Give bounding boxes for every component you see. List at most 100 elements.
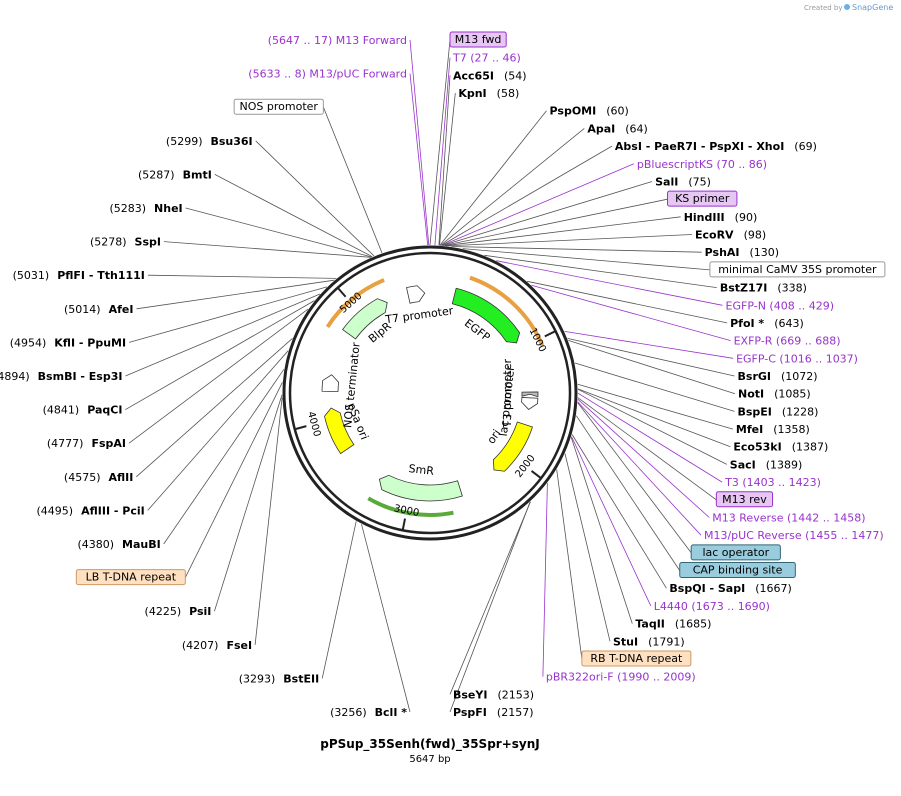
leader-line — [527, 280, 728, 324]
watermark-brand: SnapGene — [852, 3, 893, 12]
leader-line — [577, 388, 731, 448]
enzyme-position: (69) — [794, 140, 817, 153]
feature-box — [449, 31, 507, 48]
leader-line — [446, 234, 693, 247]
enzyme-site-label: BspEI(1228) — [737, 405, 818, 418]
leader-line — [570, 437, 633, 624]
leader-line — [441, 145, 613, 246]
feature-arrow-ori — [493, 421, 533, 472]
enzyme-position: (64) — [625, 122, 648, 135]
enzyme-position: (1228) — [782, 405, 819, 418]
enzyme-name: BmtI — [183, 168, 212, 181]
feature-label: SmR — [408, 462, 435, 478]
enzyme-position: (338) — [777, 282, 807, 295]
leader-line — [577, 402, 692, 554]
leader-line — [163, 369, 285, 545]
leader-line — [574, 362, 735, 412]
enzyme-site-label: (5278)SspI — [90, 236, 161, 249]
leader-line — [484, 254, 717, 288]
leader-line — [442, 181, 653, 246]
enzyme-position: (5299) — [166, 135, 203, 148]
enzyme-site-label: Eco53kI(1387) — [733, 441, 828, 454]
enzyme-position: (5283) — [109, 202, 146, 215]
leader-line — [434, 57, 451, 246]
enzyme-site-label: PfoI * (643) — [730, 317, 804, 330]
enzyme-site-label: StuI(1791) — [613, 635, 685, 648]
enzyme-name: FspAI — [91, 437, 126, 450]
bp-tick — [530, 470, 542, 480]
primer-label: pBR322ori-F (1990 .. 2009) — [546, 671, 696, 684]
leader-line — [542, 483, 548, 677]
feature-arrow-t3-promoter — [521, 391, 539, 398]
enzyme-site-label: SacI(1389) — [730, 458, 803, 471]
enzyme-name: AflII — [108, 471, 133, 484]
feature-box-label: LB T-DNA repeat — [86, 571, 177, 584]
enzyme-site-label: TaqII(1685) — [635, 618, 711, 631]
enzyme-name: BstEII — [283, 672, 319, 685]
enzyme-name: FseI — [226, 639, 252, 652]
bp-tick-label: 1000 — [527, 326, 548, 354]
enzyme-name: AflIII - PciI — [81, 504, 145, 517]
enzyme-position: (1358) — [773, 423, 810, 436]
backbone-inner-ring — [288, 251, 572, 535]
watermark-created-by: Created by — [804, 4, 843, 12]
enzyme-site-label: (5283)NheI — [109, 202, 182, 215]
leader-line — [255, 140, 375, 257]
plasmid-size: 5647 bp — [409, 754, 450, 765]
leader-line — [556, 469, 583, 659]
enzyme-name: HindIII — [684, 211, 725, 224]
enzyme-position: (5014) — [64, 303, 101, 316]
feature-box — [679, 562, 796, 579]
enzyme-name: PfoI * — [730, 317, 764, 330]
leader-line — [409, 73, 429, 246]
leader-line — [443, 198, 668, 246]
enzyme-site-label: Acc65I(54) — [453, 69, 527, 82]
enzyme-name: AfeI — [109, 303, 134, 316]
enzyme-name: BstZ17I — [720, 282, 768, 295]
enzyme-site-label: (4225)PsiI — [145, 605, 212, 618]
enzyme-name: PspOMI — [550, 105, 597, 118]
enzyme-site-label: (4894)BsmBI - Esp3I — [0, 370, 122, 383]
leader-line — [568, 340, 736, 395]
feature-box-label: CAP binding site — [693, 564, 783, 577]
feature-box — [709, 261, 886, 278]
leader-line — [409, 39, 430, 246]
enzyme-site-label: PspOMI (60) — [550, 105, 629, 118]
enzyme-position: (643) — [774, 317, 804, 330]
enzyme-name: MauBI — [122, 538, 161, 551]
feature-arrow-smr — [378, 474, 463, 502]
enzyme-position: (4380) — [77, 538, 114, 551]
feature-label: T3 promoter — [501, 358, 514, 428]
backbone-outer-ring — [282, 245, 578, 541]
enzyme-name: BclI * — [375, 706, 408, 719]
direction-arc — [367, 496, 454, 517]
feature-box — [75, 569, 186, 586]
leader-line — [125, 300, 315, 410]
leader-line — [441, 163, 635, 246]
enzyme-name: KpnI — [458, 87, 486, 100]
feature-arrow-t7-promoter — [406, 285, 426, 304]
snapgene-watermark: Created by SnapGene — [804, 3, 893, 12]
leader-line — [125, 293, 321, 377]
enzyme-name: BspQI - SapI — [669, 582, 745, 595]
leader-line — [577, 397, 717, 501]
enzyme-position: (60) — [606, 105, 629, 118]
enzyme-name: BsmBI - Esp3I — [38, 370, 123, 383]
leader-line — [564, 453, 611, 642]
enzyme-position: (4207) — [182, 639, 219, 652]
primer-label: EGFP-N (408 .. 429) — [726, 299, 834, 312]
enzyme-name: PaqCI — [87, 404, 122, 417]
feature-arrow-egfp — [451, 287, 521, 344]
enzyme-site-label: BseYI(2153) — [453, 688, 534, 701]
leader-line — [577, 399, 710, 518]
leader-line — [361, 524, 411, 713]
enzyme-site-label: BstZ17I (338) — [720, 282, 807, 295]
enzyme-position: (4954) — [10, 336, 47, 349]
leader-line — [577, 383, 734, 430]
primer-label: (5633 .. 8) M13/pUC Forward — [248, 68, 407, 81]
enzyme-position: (5031) — [13, 269, 50, 282]
enzyme-site-label: PspFI(2157) — [453, 706, 533, 719]
enzyme-name: BseYI — [453, 688, 487, 701]
leader-line — [214, 394, 283, 612]
